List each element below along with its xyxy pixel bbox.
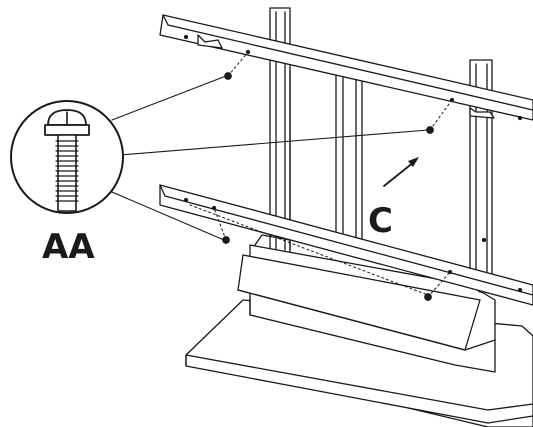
part-callout-label: AA <box>42 227 95 267</box>
center-support <box>335 71 363 256</box>
component-callout-label: C <box>368 201 393 241</box>
arrow-icon <box>383 157 419 187</box>
leader-lines <box>111 75 429 241</box>
lower-rail <box>159 184 533 306</box>
upper-rail <box>159 14 533 121</box>
guide-lines <box>189 51 453 298</box>
screw-icon <box>10 100 124 214</box>
